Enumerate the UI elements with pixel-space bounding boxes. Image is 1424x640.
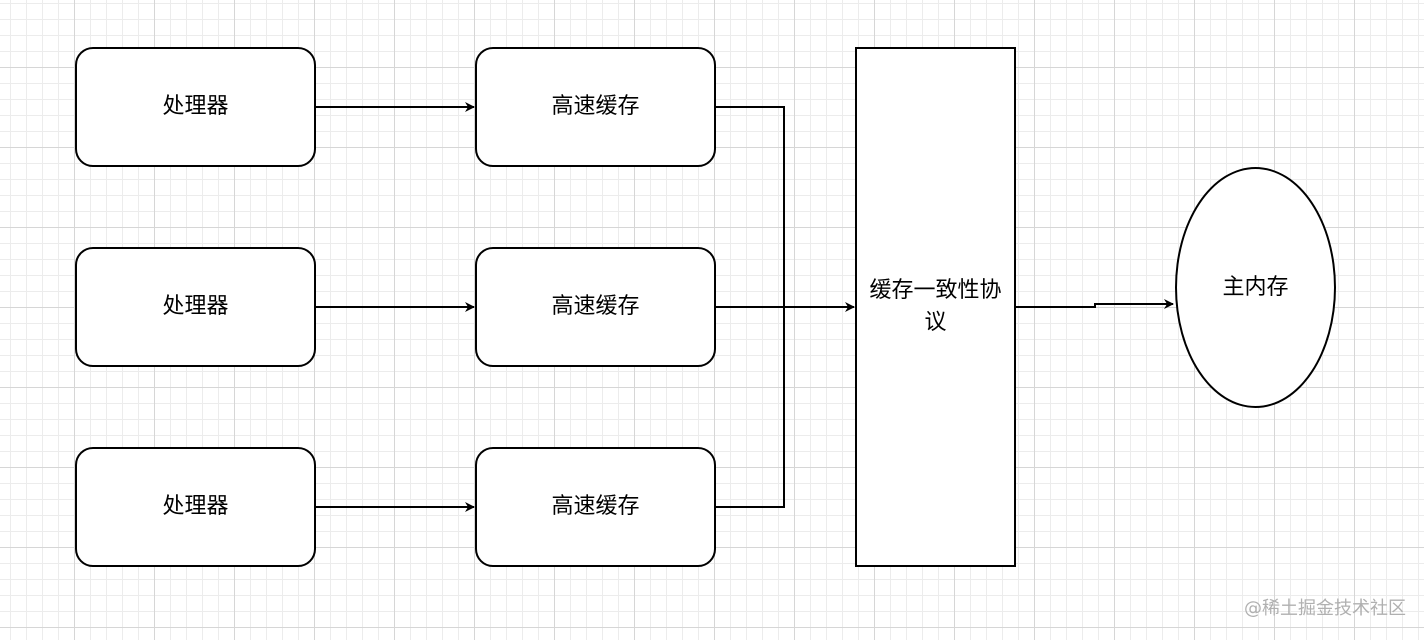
cache-node[interactable]: 高速缓存 xyxy=(475,247,716,367)
main-memory-node[interactable]: 主内存 xyxy=(1175,167,1336,408)
processor-node[interactable]: 处理器 xyxy=(75,447,316,567)
main-memory-label: 主内存 xyxy=(1222,274,1289,300)
arrow-protocol-to-memory xyxy=(1016,299,1174,309)
processor-node[interactable]: 处理器 xyxy=(75,47,316,167)
cache-label: 高速缓存 xyxy=(551,494,640,520)
connector-cache-1-to-bus xyxy=(716,106,785,307)
processor-label: 处理器 xyxy=(162,94,229,120)
coherence-protocol-node[interactable]: 缓存一致性协议 xyxy=(855,47,1016,567)
cache-label: 高速缓存 xyxy=(551,94,640,120)
coherence-protocol-label: 缓存一致性协议 xyxy=(869,278,1002,335)
cache-label: 高速缓存 xyxy=(551,294,640,320)
processor-node[interactable]: 处理器 xyxy=(75,247,316,367)
connector-cache-3-to-bus xyxy=(716,307,785,508)
processor-label: 处理器 xyxy=(162,494,229,520)
processor-label: 处理器 xyxy=(162,294,229,320)
watermark-text: @稀土掘金技术社区 xyxy=(1244,598,1406,619)
cache-node[interactable]: 高速缓存 xyxy=(475,47,716,167)
cache-node[interactable]: 高速缓存 xyxy=(475,447,716,567)
